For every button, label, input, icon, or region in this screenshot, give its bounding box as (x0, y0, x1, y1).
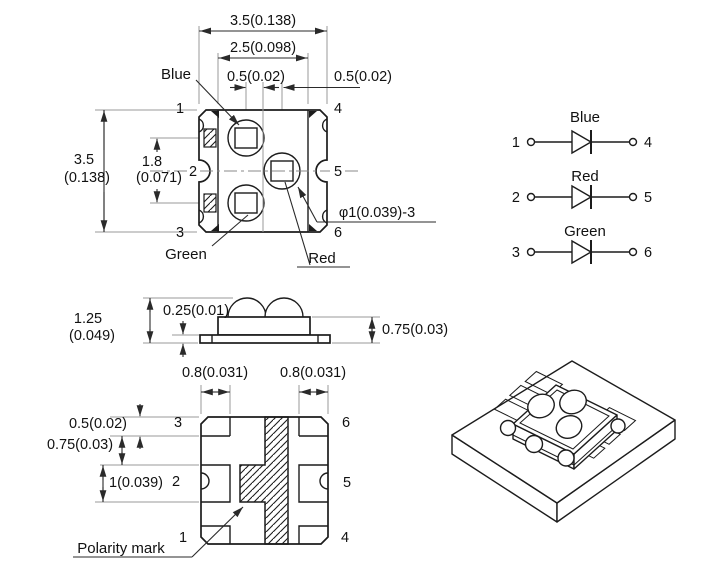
pin-4-label: 4 (334, 101, 342, 117)
bottom-pads (200, 417, 329, 544)
terminal-circle (526, 137, 536, 147)
dim-total-height-inch-label: (0.049) (69, 328, 115, 344)
iso-lens-1 (527, 393, 555, 419)
circuit-blue-anode-pin: 1 (512, 135, 520, 151)
terminal-circle (526, 247, 536, 257)
dim-pitch-inch-label: (0.071) (136, 170, 182, 186)
iso-lens-3 (555, 414, 583, 440)
red-led-label: Red (308, 250, 336, 267)
iso-lens-2 (559, 389, 587, 415)
dim-pad-width-right-label: 0.8(0.031) (280, 365, 346, 381)
circuit-red-cathode-pin: 5 (644, 190, 652, 206)
lens-dome-right (264, 297, 304, 318)
bottom-view-pin-numbers: 3 6 2 5 1 4 (172, 415, 351, 546)
bottom-view: 0.8(0.031) 0.8(0.031) 0.5(0.02) 0.75(0.0… (47, 365, 351, 558)
dim-offset-right-label: 0.5(0.02) (334, 69, 392, 85)
terminal-circle (628, 192, 638, 202)
terminal-circle (526, 192, 536, 202)
diode-symbol-green (571, 239, 593, 265)
corner-marks (211, 111, 317, 231)
dim-total-height-label: 1.25 (74, 311, 102, 327)
top-view-leaders (195, 79, 436, 268)
diode-symbol-red (571, 184, 593, 210)
package-body-side (217, 316, 311, 336)
dim-width-label: 3.5(0.138) (230, 13, 296, 29)
bottom-view-extension-lines (95, 385, 329, 503)
pin-3-label-bottom: 3 (174, 415, 182, 431)
dim-pad-width-left-label: 0.8(0.031) (182, 365, 248, 381)
circuit-red-anode-pin: 2 (512, 190, 520, 206)
cathode-mark-top (203, 128, 217, 148)
circuit-diagrams: Blue 1 4 Red 2 5 Green 3 (512, 109, 652, 265)
isometric-view (451, 360, 676, 523)
substrate-side (199, 334, 331, 344)
circuit-red-label: Red (571, 168, 599, 185)
dim-corner-pad-height-label: 0.5(0.02) (69, 416, 127, 432)
pad-pin4 (298, 525, 328, 544)
pad-pin3 (201, 417, 231, 437)
circuit-blue-label: Blue (570, 109, 600, 126)
top-view: 3.5(0.138) 2.5(0.098) 0.5(0.02) 0.5(0.02… (64, 13, 436, 268)
circuit-row-red: Red 2 5 (512, 168, 652, 210)
dim-substrate-label: 0.25(0.01) (163, 303, 229, 319)
dim-lens-diameter-label: φ1(0.039)-3 (339, 205, 415, 221)
pin-2-label-bottom: 2 (172, 474, 180, 490)
terminal-circle (628, 247, 638, 257)
polarity-leader (73, 506, 244, 558)
pin-6-label-bottom: 6 (342, 415, 350, 431)
pin-6-label: 6 (334, 225, 342, 241)
top-view-pin-numbers: 1 2 3 4 5 6 (176, 101, 342, 241)
side-view: 1.25 (0.049) 0.25(0.01) 0.75(0.03) (69, 297, 448, 357)
bottom-view-dimensions (99, 388, 328, 502)
polarity-mark-hatched-area (239, 416, 289, 545)
pad-pin2 (200, 464, 231, 503)
terminal-circle (628, 137, 638, 147)
circuit-blue-cathode-pin: 4 (644, 135, 652, 151)
pin-1-label-bottom: 1 (179, 530, 187, 546)
dim-offset-left-label: 0.5(0.02) (227, 69, 285, 85)
pin-1-label: 1 (176, 101, 184, 117)
dim-center-pad-height-label: 1(0.039) (109, 475, 163, 491)
cathode-mark-bottom (203, 193, 217, 213)
pin-4-label-bottom: 4 (341, 530, 349, 546)
dim-pad-gap-label: 0.75(0.03) (47, 437, 113, 453)
side-view-extension-lines (143, 297, 380, 344)
green-chip (234, 192, 258, 214)
dim-height-inch-label: (0.138) (64, 170, 110, 186)
top-view-dimensions (100, 27, 360, 232)
circuit-green-label: Green (564, 223, 606, 240)
solder-fillets (499, 418, 626, 467)
blue-chip (234, 127, 258, 149)
polarity-mark-label: Polarity mark (77, 540, 165, 557)
pin-2-label: 2 (189, 164, 197, 180)
circuit-green-anode-pin: 3 (512, 245, 520, 261)
pin-5-label-bottom: 5 (343, 475, 351, 491)
dim-emitting-width-label: 2.5(0.098) (230, 40, 296, 56)
dim-pitch-label: 1.8 (142, 154, 162, 170)
diode-symbol-blue (571, 129, 593, 155)
pad-pin5 (298, 464, 329, 503)
green-led-label: Green (165, 246, 207, 263)
circuit-green-cathode-pin: 6 (644, 245, 652, 261)
circuit-row-green: Green 3 6 (512, 223, 652, 265)
dim-body-height-label: 0.75(0.03) (382, 322, 448, 338)
side-view-dimensions (146, 298, 376, 357)
blue-led-label: Blue (161, 66, 191, 83)
substrate-end-caps (211, 335, 319, 343)
corner-castellation-arcs (198, 118, 328, 224)
pad-pin1 (201, 525, 231, 544)
pin-3-label: 3 (176, 225, 184, 241)
circuit-row-blue: Blue 1 4 (512, 109, 652, 155)
pad-pin6 (298, 417, 328, 437)
pin-5-label: 5 (334, 164, 342, 180)
dim-height-label: 3.5 (74, 152, 94, 168)
lens-dome-left (227, 297, 267, 318)
